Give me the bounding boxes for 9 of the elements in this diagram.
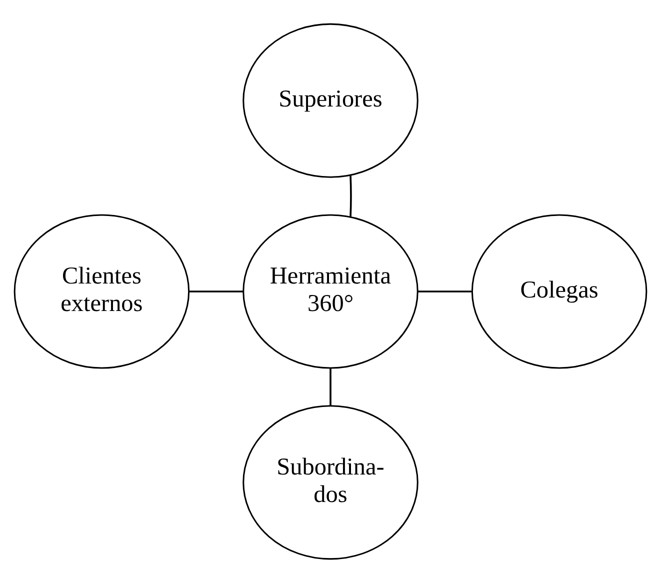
node-ellipse: Superiores — [242, 22, 418, 178]
connector — [418, 290, 472, 292]
node-ellipse: Colegas — [471, 214, 648, 368]
connector — [330, 368, 332, 406]
connector — [350, 174, 352, 216]
node-ellipse: Herramienta 360° — [242, 214, 418, 368]
node-ellipse: Subordina- dos — [242, 404, 418, 560]
node-ellipse: Clientes externos — [14, 214, 190, 368]
connector — [188, 290, 244, 292]
